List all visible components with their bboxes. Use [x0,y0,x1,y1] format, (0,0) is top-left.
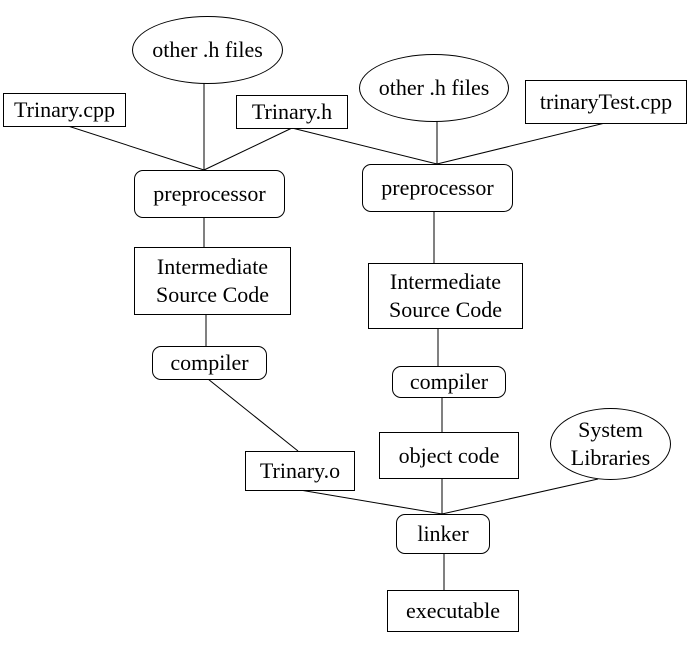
system-libraries-line1: System [578,417,643,442]
other-h-files-left-node: other .h files [132,16,283,84]
intermediate-left-line1: Intermediate [156,254,269,279]
edge-system-libraries-to-linker [441,478,599,515]
intermediate-right-line2: Source Code [388,297,503,322]
trinary-cpp-node: Trinary.cpp [3,93,126,127]
edge-trinary-test-cpp-to-preprocessor-right [436,122,606,165]
intermediate-source-code-left-node: Intermediate Source Code [134,247,291,315]
trinary-h-node: Trinary.h [236,95,348,129]
edge-trinary-h-to-preprocessor-left [203,127,293,171]
trinary-o-node: Trinary.o [245,451,355,491]
trinary-test-cpp-node: trinaryTest.cpp [525,80,687,124]
edge-compiler-left-to-trinary-o [207,378,299,452]
compiler-left-node: compiler [152,346,267,380]
system-libraries-line2: Libraries [570,445,651,470]
linker-node: linker [396,514,490,554]
other-h-files-right-node: other .h files [359,54,509,122]
executable-node: executable [387,590,519,632]
compiler-right-node: compiler [392,366,506,398]
system-libraries-node: System Libraries [550,408,671,480]
intermediate-source-code-right-node: Intermediate Source Code [368,263,523,329]
preprocessor-left-node: preprocessor [134,170,285,218]
object-code-node: object code [379,432,519,479]
edge-trinary-o-to-linker [299,489,443,515]
edge-trinary-h-to-preprocessor-right [291,127,438,165]
edge-trinary-cpp-to-preprocessor-left [67,125,205,171]
intermediate-right-line1: Intermediate [389,269,502,294]
preprocessor-right-node: preprocessor [362,164,513,212]
intermediate-left-line2: Source Code [155,282,270,307]
